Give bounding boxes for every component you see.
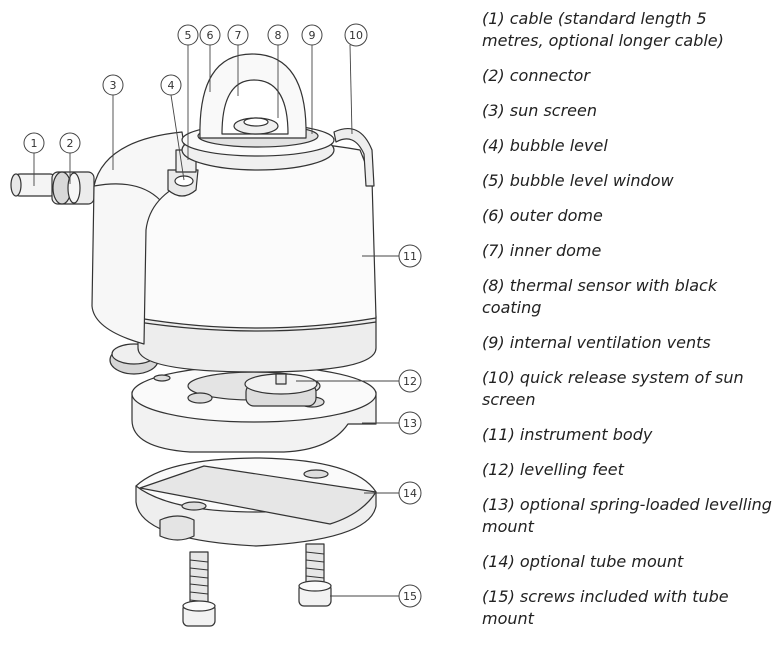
legend-item-12: (12) levelling feet xyxy=(482,460,624,479)
svg-text:11: 11 xyxy=(403,250,417,263)
screw-right-part xyxy=(298,543,332,607)
legend-item-10: (10) quick release system of sun screen xyxy=(482,368,744,409)
svg-text:10: 10 xyxy=(349,29,363,42)
legend-item-3: (3) sun screen xyxy=(482,101,597,120)
levelling-feet-front xyxy=(244,373,318,407)
legend-item-2: (2) connector xyxy=(482,66,590,85)
svg-text:6: 6 xyxy=(207,29,214,42)
callout-10: 10 xyxy=(344,23,368,47)
sun-screen-part xyxy=(91,131,191,345)
svg-text:14: 14 xyxy=(403,487,417,500)
callout-4: 4 xyxy=(160,74,182,96)
callout-7: 7 xyxy=(227,24,249,46)
callout-11: 11 xyxy=(398,244,422,268)
callout-6: 6 xyxy=(199,24,221,46)
thermal-sensor-part xyxy=(233,117,279,135)
callout-13: 13 xyxy=(398,411,422,435)
leader-line-10 xyxy=(349,44,353,135)
svg-text:1: 1 xyxy=(31,137,38,150)
svg-text:2: 2 xyxy=(67,137,74,150)
svg-text:7: 7 xyxy=(235,29,242,42)
cable-part xyxy=(10,173,57,197)
legend-item-7: (7) inner dome xyxy=(482,241,602,260)
callout-14: 14 xyxy=(398,481,422,505)
legend-item-1: (1) cable (standard length 5 metres, opt… xyxy=(482,9,724,50)
parts-legend: (1) cable (standard length 5 metres, opt… xyxy=(482,8,772,643)
callout-12: 12 xyxy=(398,369,422,393)
legend-item-8: (8) thermal sensor with black coating xyxy=(482,276,718,317)
legend-item-11: (11) instrument body xyxy=(482,425,653,444)
callout-8: 8 xyxy=(267,24,289,46)
svg-text:8: 8 xyxy=(275,29,282,42)
legend-item-5: (5) bubble level window xyxy=(482,171,674,190)
legend-item-9: (9) internal ventilation vents xyxy=(482,333,711,352)
bubble-level-part xyxy=(167,149,199,197)
legend-item-15: (15) screws included with tube mount xyxy=(482,587,729,628)
tube-mount-part xyxy=(135,457,377,547)
callout-9: 9 xyxy=(301,24,323,46)
svg-text:9: 9 xyxy=(309,29,316,42)
svg-text:4: 4 xyxy=(168,79,175,92)
svg-text:12: 12 xyxy=(403,375,417,388)
pyranometer-exploded-diagram: 1 2 3 4 5 6 7 8 9 10 11 12 13 14 15 xyxy=(10,23,422,627)
leader-line-4 xyxy=(170,94,185,181)
legend-item-13: (13) optional spring-loaded levelling mo… xyxy=(482,495,772,536)
legend-item-4: (4) bubble level xyxy=(482,136,608,155)
screw-left-part xyxy=(182,551,216,627)
instrument-body-part xyxy=(137,140,377,373)
legend-item-6: (6) outer dome xyxy=(482,206,603,225)
callout-3: 3 xyxy=(102,74,124,96)
callout-1: 1 xyxy=(23,132,45,154)
svg-text:5: 5 xyxy=(185,29,192,42)
svg-text:13: 13 xyxy=(403,417,417,430)
callout-5: 5 xyxy=(177,24,199,46)
svg-text:15: 15 xyxy=(403,590,417,603)
callout-2: 2 xyxy=(59,132,81,154)
legend-item-14: (14) optional tube mount xyxy=(482,552,684,571)
connector-part xyxy=(51,171,95,205)
callout-15: 15 xyxy=(398,584,422,608)
svg-text:3: 3 xyxy=(110,79,117,92)
